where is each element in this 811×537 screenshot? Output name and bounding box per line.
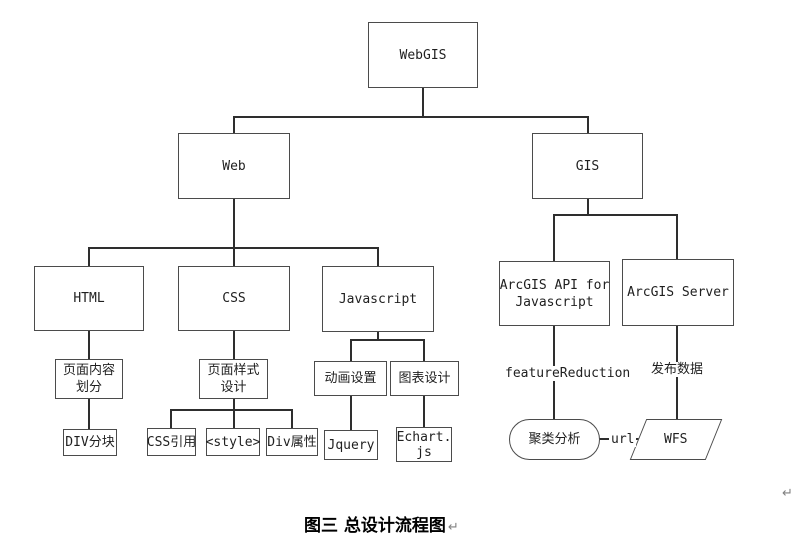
node-label: 动画设置: [324, 371, 377, 386]
connector-line: [350, 339, 352, 362]
connector-line: [233, 116, 589, 118]
connector-line: [233, 116, 235, 134]
connector-line: [422, 88, 424, 118]
connector-line: [88, 331, 90, 360]
node-label: DIV分块: [65, 435, 115, 450]
node-label: ArcGIS Server: [627, 285, 729, 300]
node-web: Web: [178, 133, 290, 199]
connector-line: [88, 247, 379, 249]
node-label: Web: [222, 158, 246, 174]
node-label: 页面内容: [62, 363, 115, 378]
connector-line: [676, 214, 678, 260]
node-label: Echart.: [396, 429, 452, 445]
connector-line: [170, 409, 172, 429]
connector-line: [377, 247, 379, 267]
node-page-content: 页面内容 划分: [55, 359, 123, 399]
edge-label-feature-reduction: featureReduction: [503, 366, 633, 381]
node-label: 划分: [75, 380, 102, 395]
connector-line: [233, 331, 235, 360]
node-label: Div属性: [267, 434, 317, 450]
edge-label-publish-data: 发布数据: [649, 362, 706, 377]
connector-line: [587, 116, 589, 134]
node-label: 聚类分析: [528, 432, 581, 447]
connector-line: [291, 409, 293, 429]
node-arcgis-api: ArcGIS API for Javascript: [499, 261, 610, 326]
node-jquery: Jquery: [324, 430, 378, 460]
node-label: HTML: [73, 291, 105, 306]
connector-line: [587, 199, 589, 216]
node-div-block: DIV分块: [63, 429, 117, 456]
node-arcgis-server: ArcGIS Server: [622, 259, 734, 326]
node-label: 页面样式: [207, 363, 260, 378]
node-label: 设计: [220, 380, 247, 395]
connector-line: [88, 247, 90, 267]
node-wfs: WFS: [629, 419, 723, 460]
node-gis: GIS: [532, 133, 643, 199]
connector-line: [88, 399, 90, 430]
node-label: WebGIS: [399, 47, 447, 63]
node-label: 图表设计: [398, 371, 451, 386]
node-label: CSS: [222, 291, 246, 306]
connector-line: [350, 339, 425, 341]
node-css-ref: CSS引用: [147, 428, 196, 456]
node-html: HTML: [34, 266, 144, 331]
node-label: Jquery: [327, 437, 375, 453]
connector-line: [423, 339, 425, 362]
connector-line: [553, 214, 678, 216]
node-div-attr: Div属性: [266, 428, 318, 456]
connector-line: [423, 396, 425, 428]
node-animation: 动画设置: [314, 361, 387, 396]
connector-line: [233, 399, 235, 429]
node-javascript: Javascript: [322, 266, 434, 332]
node-label: Javascript: [338, 291, 418, 307]
node-css: CSS: [178, 266, 290, 331]
paragraph-return-icon: ↵: [782, 486, 793, 501]
node-style-tag: <style>: [206, 428, 260, 456]
connector-line: [170, 409, 293, 411]
node-label: ArcGIS API for: [499, 277, 610, 293]
node-chart-design: 图表设计: [390, 361, 459, 396]
connector-line: [377, 332, 379, 341]
node-cluster-analysis: 聚类分析: [509, 419, 600, 460]
figure-caption-text: 图三 总设计流程图: [304, 516, 446, 536]
connector-line: [233, 199, 235, 266]
node-label: Javascript: [515, 294, 594, 310]
node-label: <style>: [205, 434, 261, 450]
figure-caption: 图三 总设计流程图↵: [304, 511, 459, 536]
node-webgis: WebGIS: [368, 22, 478, 88]
node-label: GIS: [575, 158, 600, 174]
connector-line: [553, 214, 555, 262]
node-page-style: 页面样式 设计: [199, 359, 268, 399]
node-label: CSS引用: [146, 434, 197, 450]
node-label: js: [416, 444, 432, 460]
paragraph-return-icon: ↵: [447, 520, 459, 535]
node-label: WFS: [664, 432, 688, 447]
node-echarts: Echart. js: [396, 427, 452, 462]
connector-line: [350, 396, 352, 431]
edge-label-url: url: [609, 432, 637, 447]
